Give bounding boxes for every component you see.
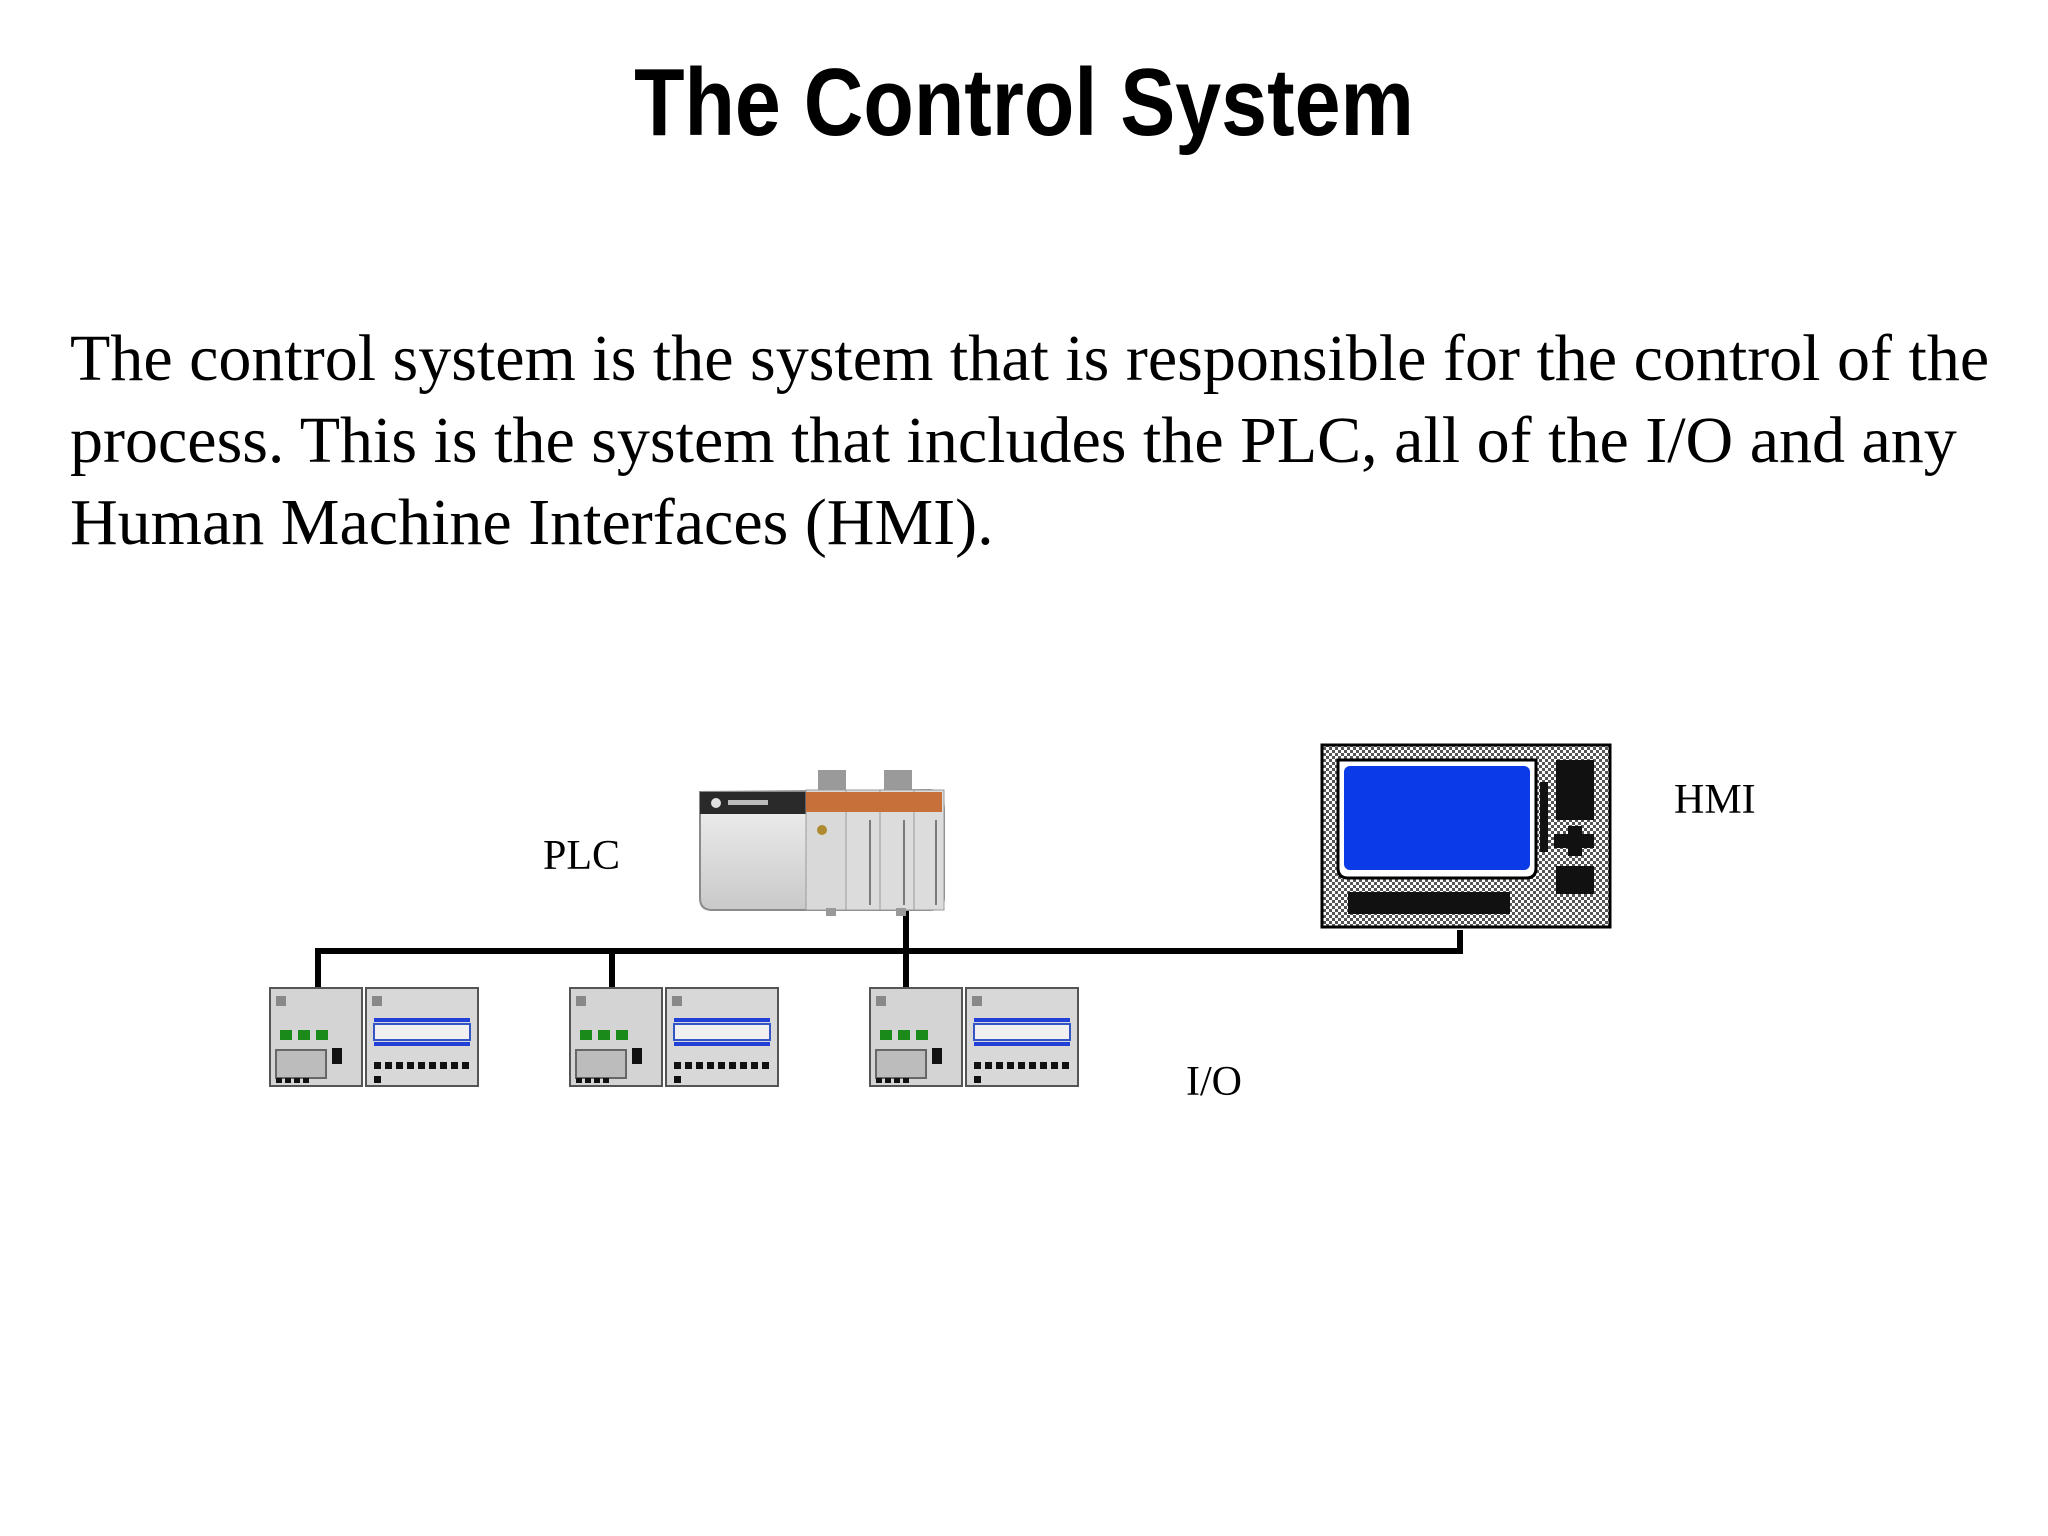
slide-title: The Control System bbox=[634, 49, 1414, 156]
io-rack-1 bbox=[269, 987, 479, 1087]
slide-body-text: The control system is the system that is… bbox=[70, 322, 1990, 559]
hmi-keypad bbox=[1348, 760, 1594, 914]
io-label: I/O bbox=[1186, 1059, 1242, 1105]
hmi-terminal-icon bbox=[1320, 743, 1612, 929]
network-bus bbox=[315, 910, 1463, 990]
io-rack-3 bbox=[869, 987, 1079, 1087]
io-racks bbox=[269, 987, 1079, 1087]
hmi-screen bbox=[1344, 766, 1530, 870]
plc-label: PLC bbox=[543, 833, 621, 879]
hmi-label: HMI bbox=[1674, 777, 1756, 823]
plc-chassis-icon bbox=[699, 770, 945, 916]
io-rack-2 bbox=[569, 987, 779, 1087]
